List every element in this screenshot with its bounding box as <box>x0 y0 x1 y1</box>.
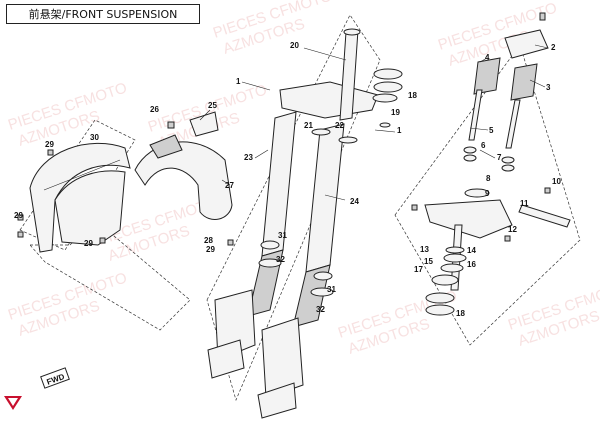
callout-21: 21 <box>304 121 313 130</box>
callout-6: 6 <box>481 141 486 150</box>
bolts <box>17 12 551 246</box>
callout-26: 26 <box>150 105 159 114</box>
callout-32-a: 32 <box>276 255 285 264</box>
callout-4: 4 <box>485 53 490 62</box>
fwd-badge: FWD <box>40 367 70 389</box>
callout-16: 16 <box>467 260 476 269</box>
callout-27: 27 <box>225 181 234 190</box>
callout-1-a: 1 <box>236 77 241 86</box>
inner-fender <box>134 111 233 220</box>
callout-5: 5 <box>489 126 494 135</box>
callout-10: 10 <box>552 177 561 186</box>
callout-18-a: 18 <box>456 309 465 318</box>
callout-29-d: 29 <box>206 245 215 254</box>
callout-30: 30 <box>90 133 99 142</box>
callout-29-a: 29 <box>45 140 54 149</box>
leader-lines <box>199 44 549 201</box>
callout-2: 2 <box>551 43 556 52</box>
callout-19: 19 <box>391 108 400 117</box>
handlebar-clamps <box>463 29 549 172</box>
page-title: 前悬架/FRONT SUSPENSION <box>6 4 200 24</box>
callout-17: 17 <box>414 265 423 274</box>
callout-18-b: 18 <box>408 91 417 100</box>
callout-15: 15 <box>424 257 433 266</box>
callouts: 1 1 2 3 4 5 6 7 8 9 10 11 12 13 14 15 16… <box>14 41 561 318</box>
steering-stem <box>424 188 571 316</box>
callout-23: 23 <box>244 153 253 162</box>
callout-1-b: 1 <box>397 126 402 135</box>
callout-31-a: 31 <box>278 231 287 240</box>
callout-3: 3 <box>546 83 551 92</box>
front-fender <box>29 142 131 253</box>
callout-8: 8 <box>486 174 491 183</box>
fork-tube-right <box>257 123 345 419</box>
lower-seals <box>258 240 334 297</box>
callout-11: 11 <box>520 199 529 208</box>
callout-29-b: 29 <box>14 211 23 220</box>
callout-32-b: 32 <box>316 305 325 314</box>
callout-28: 28 <box>204 236 213 245</box>
callout-24: 24 <box>350 197 359 206</box>
upper-assembly <box>279 28 403 144</box>
callout-9: 9 <box>485 189 490 198</box>
callout-22: 22 <box>335 121 344 130</box>
page-title-text: 前悬架/FRONT SUSPENSION <box>28 8 178 21</box>
callout-13: 13 <box>420 245 429 254</box>
callout-7: 7 <box>497 153 502 162</box>
brand-logo <box>4 396 22 410</box>
callout-14: 14 <box>467 246 476 255</box>
callout-31-b: 31 <box>327 285 336 294</box>
callout-25: 25 <box>208 101 217 110</box>
callout-12: 12 <box>508 225 517 234</box>
callout-20: 20 <box>290 41 299 50</box>
callout-29-c: 29 <box>84 239 93 248</box>
